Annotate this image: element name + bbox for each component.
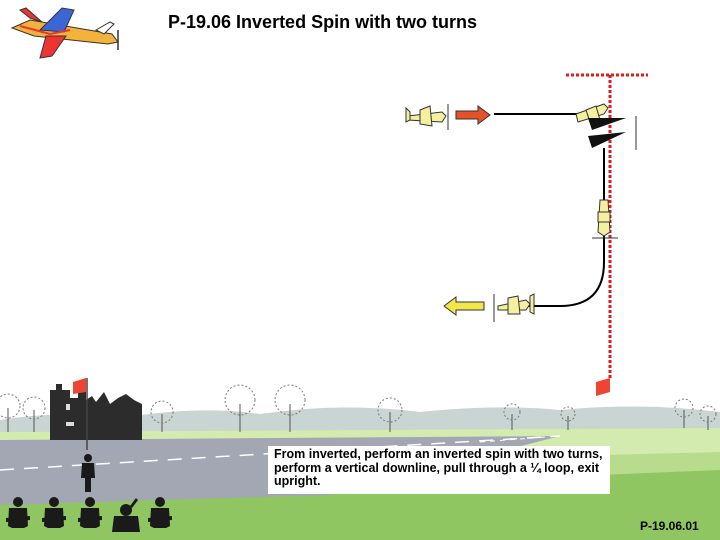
castle-ruins-icon xyxy=(50,384,142,440)
spin-rotation-icon xyxy=(588,116,637,150)
judge-figure-icon xyxy=(6,497,172,532)
pilot-figure-icon xyxy=(81,454,95,492)
page-title: P-19.06 Inverted Spin with two turns xyxy=(168,12,478,32)
flight-path-downline xyxy=(528,148,605,307)
maneuver-description: From inverted, perform an inverted spin … xyxy=(268,446,610,494)
runway-stripe xyxy=(0,435,561,471)
model-airplane-logo-icon xyxy=(10,7,119,59)
flag-icon xyxy=(73,378,88,450)
airplane-exit-icon xyxy=(493,293,535,322)
entry-arrow-icon xyxy=(455,105,491,125)
airplane-downline-icon xyxy=(592,199,618,239)
runway-stripe-far xyxy=(479,435,561,443)
tree-icon xyxy=(0,384,717,432)
flag-icon xyxy=(596,378,610,396)
airplane-entry-icon xyxy=(405,104,449,130)
exit-arrow-icon xyxy=(443,296,485,316)
figure-number: P-19.06.01 xyxy=(640,519,699,533)
